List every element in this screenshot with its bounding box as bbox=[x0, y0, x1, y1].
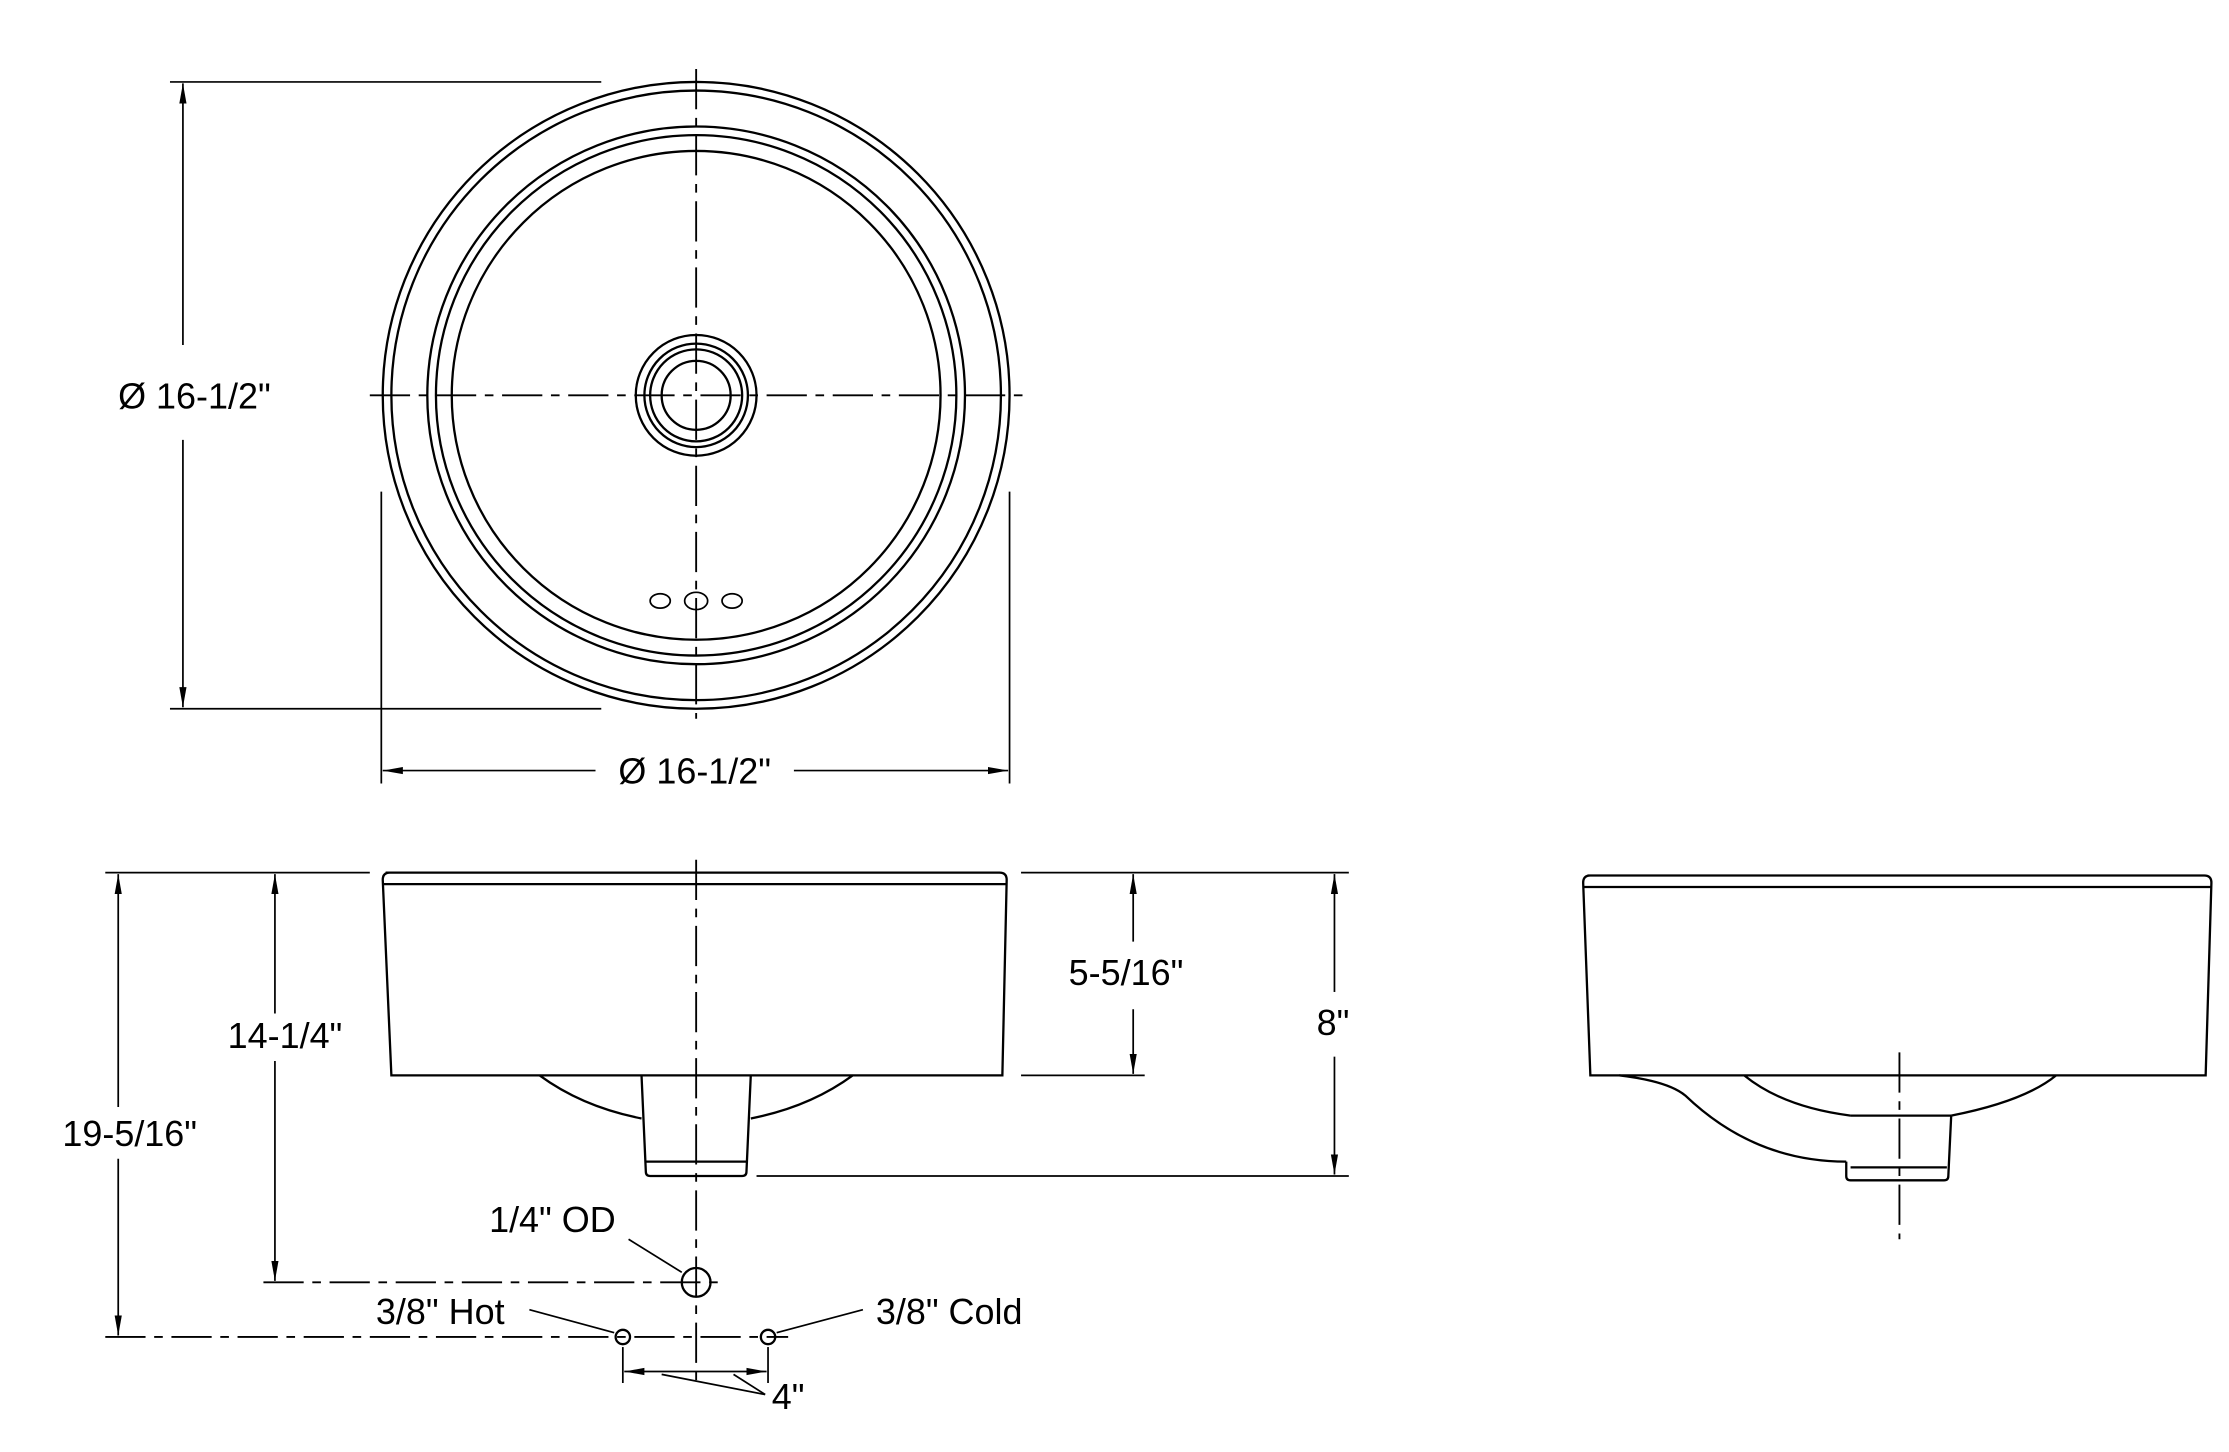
overflow-hole bbox=[649, 592, 672, 609]
label-hot-supply: 3/8" Hot bbox=[376, 1291, 505, 1332]
front-view: 19-5/16" 14-1/4" 5-5/16" 8" 1/4" OD 3/8"… bbox=[62, 859, 1350, 1417]
dim-supply-spacing: 4" bbox=[772, 1376, 805, 1417]
drain-outlet bbox=[680, 1266, 712, 1298]
dim-top-width: Ø 16-1/2" bbox=[618, 751, 771, 792]
dim-overall-height: 19-5/16" bbox=[62, 1113, 197, 1154]
overflow-hole bbox=[721, 592, 744, 609]
dim-supply-height: 14-1/4" bbox=[228, 1015, 343, 1056]
top-view: Ø 16-1/2" Ø 16-1/2" bbox=[118, 69, 1024, 792]
dim-bowl-depth: 5-5/16" bbox=[1069, 952, 1184, 993]
cold-supply bbox=[759, 1328, 777, 1346]
dim-top-height: Ø 16-1/2" bbox=[118, 375, 271, 416]
hot-supply bbox=[614, 1328, 632, 1346]
label-drain-od: 1/4" OD bbox=[489, 1199, 616, 1240]
side-view bbox=[1582, 874, 2213, 1240]
dim-total-height: 8" bbox=[1317, 1002, 1350, 1043]
label-cold-supply: 3/8" Cold bbox=[876, 1291, 1023, 1332]
